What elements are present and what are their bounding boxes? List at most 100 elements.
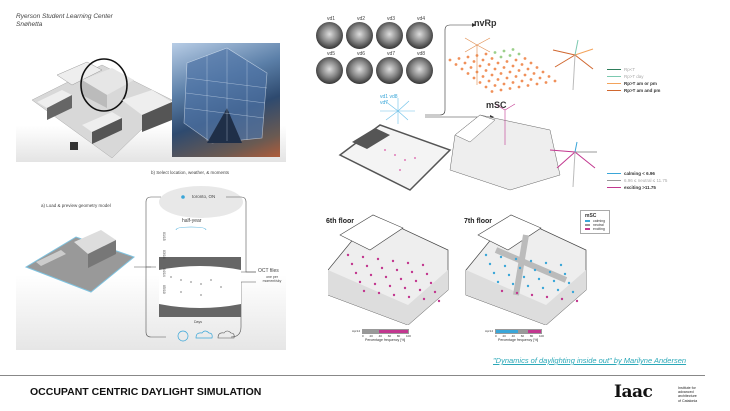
sensor-point <box>499 255 503 259</box>
date-label: 03/16 <box>162 249 166 259</box>
sensor-point <box>523 57 527 60</box>
vd-label: vd7 <box>380 100 389 106</box>
sensor-point <box>493 67 497 71</box>
sensor-point <box>407 295 411 299</box>
project-caption: Ryerson Student Learning Center Snøhetta <box>16 13 113 29</box>
sensor-point <box>410 270 414 274</box>
sensor-point <box>472 76 476 80</box>
sensor-point <box>548 270 552 274</box>
sensor-point <box>547 75 551 78</box>
sensor-point <box>422 297 426 301</box>
sensor-point <box>526 284 530 288</box>
nvrp-person-icon <box>552 39 594 91</box>
sensor-point <box>388 284 392 288</box>
analysis-diagram <box>338 23 597 191</box>
sensor-point <box>478 64 482 68</box>
legend-item: calming < 6.96 <box>607 170 667 177</box>
sensor-point <box>507 273 511 277</box>
step-b-label: b) Select location, weather, & moments <box>151 170 230 175</box>
sensor-point <box>499 72 503 75</box>
caption-title: Ryerson Student Learning Center <box>16 13 113 20</box>
vd-label: vd8 <box>389 94 398 100</box>
legend-item: exciting >11.75 <box>607 184 667 191</box>
sensor-point <box>490 57 494 60</box>
sensor-point <box>437 299 441 303</box>
sensor-point <box>520 79 524 83</box>
view-label: vd8 <box>416 51 426 57</box>
floor-6-label: 6th floor <box>326 218 354 225</box>
msc-box-title: mSC <box>585 213 597 219</box>
sensor-point <box>403 286 407 290</box>
sensor-point <box>541 70 545 74</box>
legend-item: exciting <box>593 227 605 231</box>
sensor-point <box>429 281 433 285</box>
sensor-point <box>541 286 545 290</box>
sensor-point <box>503 264 507 268</box>
sensor-point <box>526 84 530 87</box>
sensor-point <box>354 271 358 275</box>
sensor-point <box>508 54 512 57</box>
sensor-point <box>544 81 548 84</box>
view-label: vd5 <box>326 51 336 57</box>
sensor-point <box>529 61 533 65</box>
sensor-point <box>571 290 575 294</box>
sensor-point <box>421 263 425 267</box>
sensor-point <box>552 279 556 283</box>
sensor-point <box>487 63 491 66</box>
sensor-point <box>380 266 384 270</box>
legend-item: Rp>T am or pm <box>607 80 660 87</box>
msc-title: mSC <box>486 100 507 110</box>
sensor-point <box>518 266 522 270</box>
bar-segment-calming <box>496 330 518 333</box>
sensor-point <box>514 257 518 261</box>
sensor-point <box>544 261 548 265</box>
legend-item: 6.96 ≤ neutral ≤ 11.75 <box>607 177 667 184</box>
workflow-diagram <box>24 186 256 342</box>
sensor-point <box>575 299 579 303</box>
sensor-point <box>484 52 488 56</box>
bar-axis-label: Percentage frequency [%] <box>365 338 406 342</box>
half-year-label: half-year <box>182 218 202 224</box>
sensor-point <box>395 268 399 272</box>
sensor-point <box>567 281 571 285</box>
sensor-point <box>502 49 506 53</box>
date-label: 05/10 <box>162 285 166 295</box>
days-label: Days <box>194 320 202 324</box>
sensor-point <box>414 279 418 283</box>
msc-person-icon <box>549 141 597 188</box>
location-pin-icon <box>181 195 185 199</box>
sensor-point <box>472 60 476 63</box>
floor-6-model <box>328 214 449 325</box>
sensor-point <box>511 48 515 51</box>
bar-segment-exciting <box>528 330 541 333</box>
sensor-point <box>515 291 519 295</box>
sensor-point <box>463 61 467 65</box>
bar-label: Apr14 <box>485 329 494 333</box>
legend-item: neutral <box>593 223 604 227</box>
weather-icons <box>177 330 213 342</box>
legend-item: Rp>T am and pm <box>607 87 660 94</box>
sensor-point <box>511 64 515 68</box>
sensor-point <box>481 75 485 78</box>
sensor-point <box>508 87 512 90</box>
sensor-point <box>523 73 527 77</box>
sensor-point <box>502 66 506 69</box>
source-credit-link[interactable]: "Dynamics of daylighting inside out" by … <box>493 356 687 365</box>
sensor-point <box>492 271 496 275</box>
floor-7-label: 7th floor <box>464 218 492 225</box>
sensor-point <box>358 280 362 284</box>
step-a-label: a) Load & preview geometry model <box>41 203 111 208</box>
slide-title: OCCUPANT CENTRIC DAYLIGHT SIMULATION <box>30 386 262 398</box>
sensor-point <box>560 297 564 301</box>
fisheye-image <box>346 57 373 84</box>
workflow-panel: b) Select location, weather, & moments a… <box>16 162 286 350</box>
sensor-point <box>500 289 504 293</box>
floor-7-model <box>465 214 587 325</box>
sensor-point <box>406 261 410 265</box>
output-label: OCT files <box>258 268 279 274</box>
fisheye-image <box>346 22 373 49</box>
msc-box-legend: mSC calming neutral exciting <box>580 210 611 234</box>
sensor-point <box>369 273 373 277</box>
sensor-point <box>508 70 512 74</box>
